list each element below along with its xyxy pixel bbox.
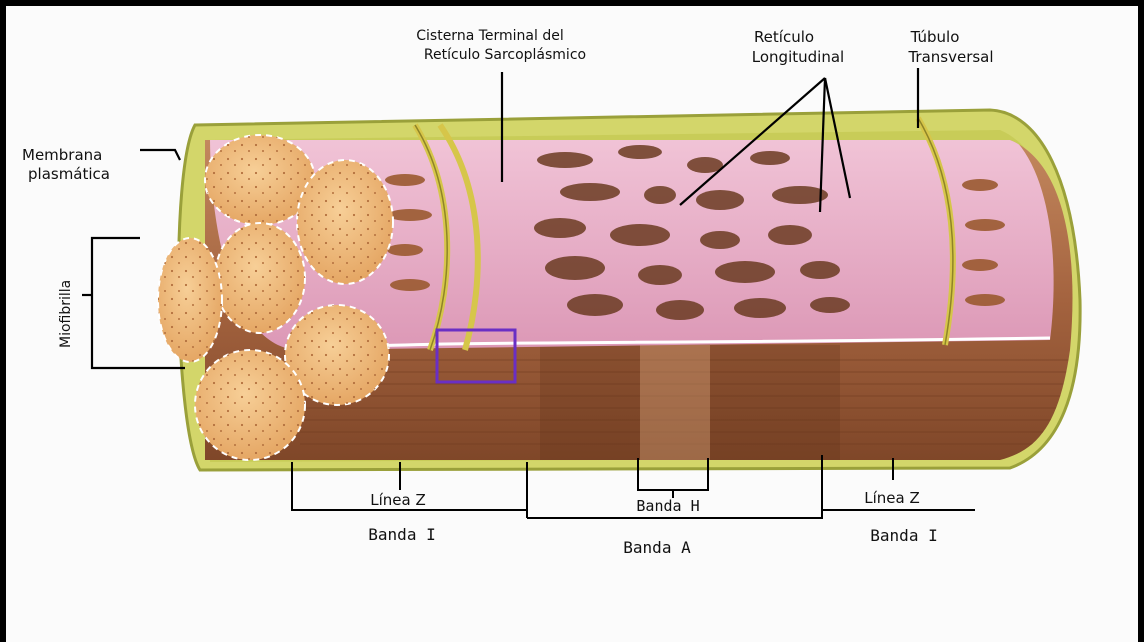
label-banda-i-left: Banda I (368, 525, 435, 544)
label-membrana-line1: Membrana (22, 146, 102, 164)
label-miofibrilla: Miofibrilla (58, 280, 74, 348)
label-banda-a: Banda A (623, 538, 691, 557)
label-banda-h: Banda H (636, 497, 699, 515)
label-cisterna-line2: Retículo Sarcoplásmico (424, 47, 586, 63)
label-tubulo-line2: Transversal (907, 48, 993, 66)
label-linea-z-right: Línea Z (864, 489, 920, 507)
label-reticulo-line1: Retículo (754, 28, 814, 46)
label-linea-z-left: Línea Z (370, 491, 426, 509)
h-band-shade (640, 345, 710, 460)
label-banda-i-right: Banda I (870, 526, 937, 545)
label-tubulo-line1: Túbulo (910, 28, 960, 46)
label-membrana-line2: plasmática (28, 165, 110, 183)
label-cisterna-line1: Cisterna Terminal del (416, 28, 563, 44)
label-reticulo-line2: Longitudinal (752, 48, 844, 66)
